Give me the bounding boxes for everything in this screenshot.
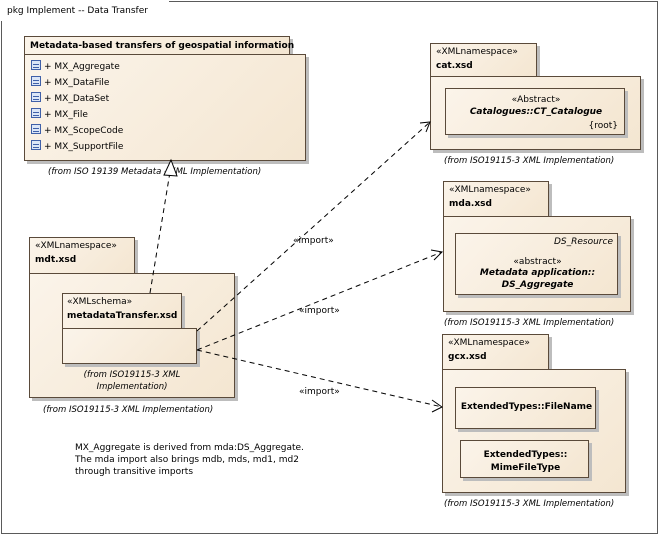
filename-class-name: ExtendedTypes::FileName	[460, 402, 593, 412]
mda-package-from: (from ISO19115-3 XML Implementation)	[444, 318, 615, 328]
ds-aggregate-stereotype: «abstract»	[513, 257, 562, 267]
import-arrowhead-cat	[419, 121, 431, 133]
gcx-package-from: (from ISO19115-3 XML Implementation)	[444, 499, 615, 509]
class-attribute-icon	[31, 140, 41, 150]
note-line-2: The mda import also brings mdb, mds, md1…	[75, 455, 299, 465]
mdt-package-tab[interactable]: «XMLnamespace» mdt.xsd	[29, 237, 135, 274]
ds-aggregate-name-line1: Metadata application::	[479, 268, 596, 278]
gcx-package-stereotype: «XMLnamespace»	[448, 338, 530, 348]
mda-package-tab[interactable]: «XMLnamespace» mda.xsd	[443, 181, 549, 217]
mimefiletype-class-name-line2: MimeFileType	[490, 463, 561, 473]
metadata-attribute-row[interactable]: + MX_DataFile	[31, 76, 109, 90]
class-attribute-icon	[31, 124, 41, 134]
metadata-package-tab[interactable]: Metadata-based transfers of geospatial i…	[24, 36, 294, 55]
mdt-package-stereotype: «XMLnamespace»	[35, 241, 117, 251]
gcx-package-name: gcx.xsd	[448, 352, 487, 362]
metadata-package-from: (from ISO 19139 Metadata - XML Implement…	[48, 167, 262, 177]
metadata-attribute-label: + MX_SupportFile	[44, 142, 124, 152]
realization-line	[149, 165, 172, 294]
mdt-package-from: (from ISO19115-3 XML Implementation)	[43, 405, 214, 415]
metadata-transfer-schema-name: metadataTransfer.xsd	[67, 311, 178, 321]
mda-package-stereotype: «XMLnamespace»	[449, 185, 531, 195]
import-line-to-cat	[196, 121, 431, 332]
ct-catalogue-class[interactable]: «Abstract» Catalogues::CT_Catalogue {roo…	[445, 88, 625, 135]
metadata-attribute-label: + MX_DataSet	[44, 94, 110, 104]
metadata-transfer-schema-body[interactable]	[62, 328, 197, 364]
filename-class[interactable]: ExtendedTypes::FileName	[455, 387, 596, 429]
ct-catalogue-stereotype: «Abstract»	[511, 95, 561, 105]
mimefiletype-class-name-line1: ExtendedTypes::	[483, 450, 568, 460]
class-attribute-icon	[31, 92, 41, 102]
gcx-package-tab[interactable]: «XMLnamespace» gcx.xsd	[442, 334, 549, 370]
metadata-package-body[interactable]: + MX_Aggregate + MX_DataFile + MX_DataSet +…	[24, 54, 306, 161]
cat-package-stereotype: «XMLnamespace»	[436, 47, 518, 57]
cat-package-name: cat.xsd	[436, 61, 473, 71]
realization-arrowhead	[163, 158, 178, 177]
ds-aggregate-name-line2: DS_Aggregate	[501, 280, 574, 290]
mdt-inner-from-line1: (from ISO19115-3 XML	[83, 370, 181, 380]
metadata-attribute-row[interactable]: + MX_SupportFile	[31, 140, 123, 154]
metadata-package-title: Metadata-based transfers of geospatial i…	[30, 41, 295, 51]
import-line-to-mda	[196, 251, 443, 351]
import-label-cat: «import»	[293, 236, 334, 246]
frame-title-tab: pkg Implement -- Data Transfer	[1, 1, 169, 21]
metadata-transfer-schema-tab[interactable]: «XMLschema» metadataTransfer.xsd	[62, 293, 182, 329]
import-line-to-gcx	[196, 349, 443, 408]
import-arrowhead-gcx	[431, 399, 443, 413]
import-arrowhead-mda	[430, 249, 444, 261]
metadata-transfer-schema-stereotype: «XMLschema»	[67, 297, 133, 307]
mdt-package-name: mdt.xsd	[35, 255, 77, 265]
note-line-3: through transitive imports	[75, 467, 194, 477]
import-label-mda: «import»	[299, 306, 340, 316]
ct-catalogue-name: Catalogues::CT_Catalogue	[469, 107, 603, 117]
metadata-attribute-label: + MX_ScopeCode	[44, 126, 124, 136]
mimefiletype-class[interactable]: ExtendedTypes:: MimeFileType	[460, 440, 589, 478]
class-attribute-icon	[31, 76, 41, 86]
cat-package-from: (from ISO19115-3 XML Implementation)	[444, 156, 615, 166]
mda-package-name: mda.xsd	[449, 199, 492, 209]
note-line-1: MX_Aggregate is derived from mda:DS_Aggr…	[75, 443, 304, 453]
metadata-attribute-row[interactable]: + MX_ScopeCode	[31, 124, 123, 138]
metadata-attribute-row[interactable]: + MX_File	[31, 108, 88, 122]
ds-aggregate-class[interactable]: DS_Resource «abstract» Metadata applicat…	[455, 233, 618, 295]
metadata-attribute-label: + MX_DataFile	[44, 78, 110, 88]
class-attribute-icon	[31, 108, 41, 118]
ds-aggregate-parent: DS_Resource	[553, 237, 613, 247]
ct-catalogue-tag: {root}	[588, 121, 619, 131]
import-label-gcx: «import»	[299, 387, 340, 397]
metadata-attribute-label: + MX_Aggregate	[44, 62, 120, 72]
class-attribute-icon	[31, 60, 41, 70]
mdt-inner-from-line2: Implementation)	[96, 382, 168, 392]
frame-title: pkg Implement -- Data Transfer	[7, 6, 148, 16]
cat-package-tab[interactable]: «XMLnamespace» cat.xsd	[430, 43, 537, 77]
metadata-attribute-label: + MX_File	[44, 110, 88, 120]
metadata-attribute-row[interactable]: + MX_DataSet	[31, 92, 109, 106]
metadata-attribute-row[interactable]: + MX_Aggregate	[31, 60, 120, 74]
